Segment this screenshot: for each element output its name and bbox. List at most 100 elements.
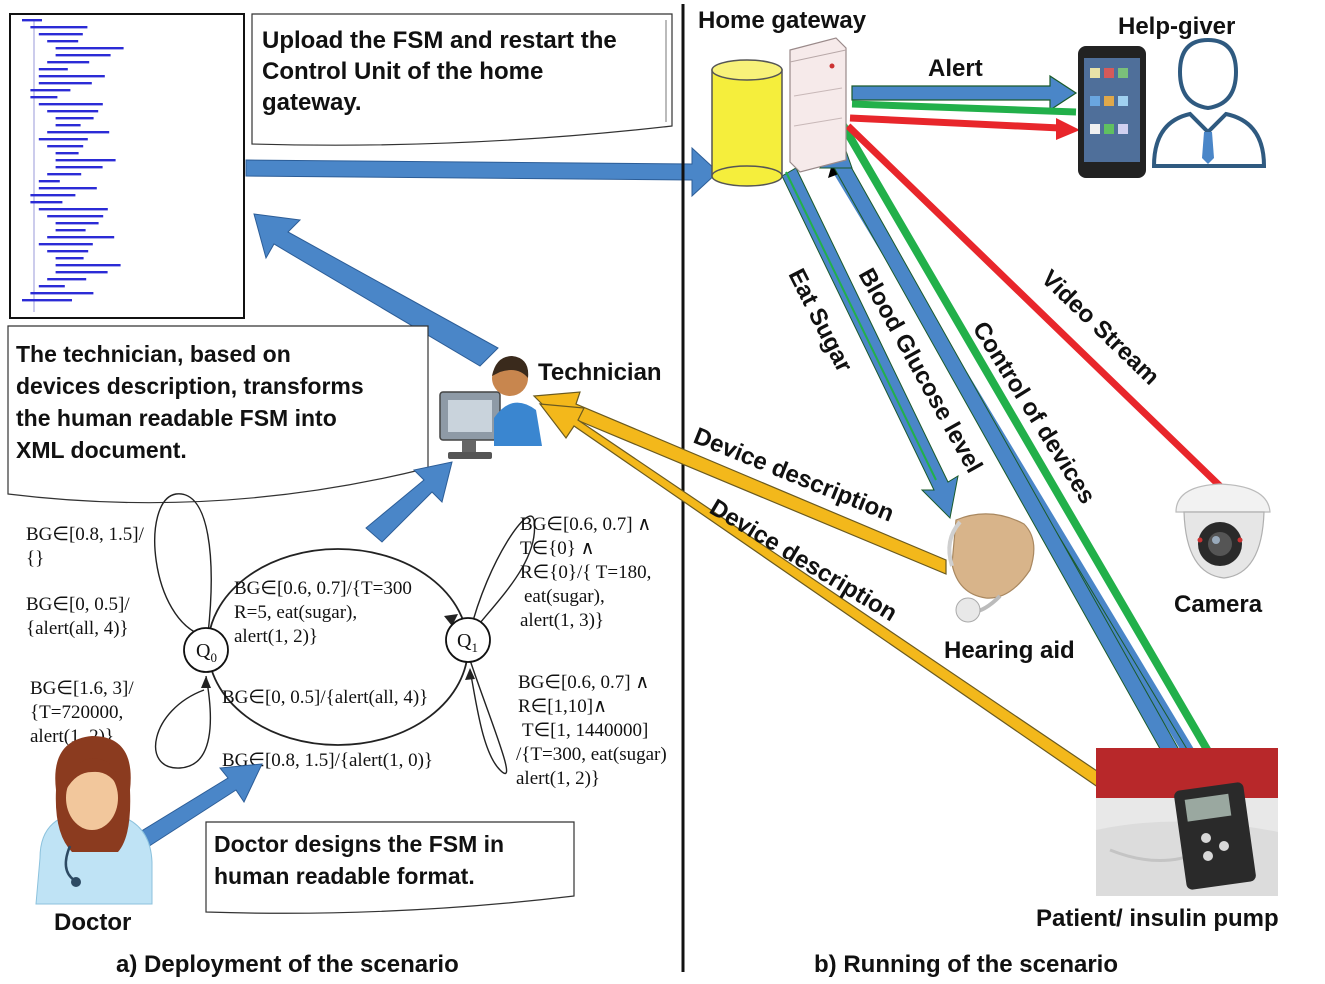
device-description-arrows [532, 391, 1197, 853]
xml-line [47, 110, 99, 113]
help-giver-icon [1151, 37, 1267, 168]
q0-loop-1-line-1: BG∈[0.8, 1.5]/ [26, 524, 145, 545]
camera-label: Camera [1174, 591, 1263, 618]
xml-line [55, 257, 84, 260]
xml-line [55, 124, 81, 127]
doctor-note-line-2: human readable format. [214, 863, 475, 889]
q0-to-q1-line-3: alert(1, 2)} [234, 626, 318, 647]
xml-line [55, 117, 94, 120]
technician-note-line-4: XML document. [16, 437, 187, 463]
upload-note: Upload the FSM and restart the Control U… [251, 13, 673, 146]
technician-to-xml-arrow [253, 213, 499, 367]
doctor-label: Doctor [54, 909, 131, 936]
xml-line [38, 180, 60, 183]
xml-line [38, 33, 83, 36]
xml-line [38, 243, 93, 246]
q1-to-q0-b: BG∈[0.8, 1.5]/{alert(1, 0)} [222, 750, 433, 771]
xml-line [30, 89, 71, 92]
q1-loop-1-line-1: BG∈[0.6, 0.7] ∧ [520, 514, 651, 535]
state-q1 [445, 617, 491, 663]
doctor-icon [35, 736, 153, 905]
xml-line [38, 138, 88, 141]
technician-label: Technician [538, 359, 662, 386]
xml-line [55, 264, 121, 267]
technician-note-line-3: the human readable FSM into [16, 405, 337, 431]
xml-line [47, 173, 82, 176]
q1-loop-2-line-4: /{T=300, eat(sugar) [516, 744, 667, 765]
upload-note-line-3: gateway. [262, 89, 362, 116]
doctor-to-fsm-arrow [129, 763, 263, 853]
alert-arrows [849, 74, 1080, 140]
xml-line [47, 145, 84, 148]
technician-note-line-1: The technician, based on [16, 341, 291, 367]
hearing-aid-label: Hearing aid [944, 637, 1075, 664]
hearing-aid-icon [947, 513, 1035, 623]
xml-line [38, 82, 92, 85]
xml-line [55, 222, 99, 225]
xml-line [38, 68, 68, 71]
upload-note-line-2: Control Unit of the home [262, 58, 543, 85]
xml-line [47, 131, 110, 134]
left-caption: a) Deployment of the scenario [116, 951, 459, 978]
xml-line [47, 61, 90, 64]
patient-label: Patient/ insulin pump [1036, 905, 1279, 932]
xml-line [38, 103, 103, 106]
xml-line [47, 215, 104, 218]
xml-line [47, 278, 87, 281]
home-gateway-icon [711, 37, 847, 187]
technician-note: The technician, based on devices descrip… [7, 325, 429, 504]
state-q1-label: Q1 [457, 630, 478, 655]
q1-to-q0-a: BG∈[0, 0.5]/{alert(all, 4)} [222, 687, 428, 708]
fsm-diagram: Q0 Q1 BG∈[0.8, 1.5]/ {} BG∈[0, 0.5]/ {al… [26, 493, 667, 789]
xml-document [9, 13, 245, 319]
q1-loop-2-line-3: T∈[1, 1440000] [522, 720, 648, 741]
home-gateway-label: Home gateway [698, 7, 867, 34]
right-caption: b) Running of the scenario [814, 951, 1118, 978]
q1-loop-1-line-2: T∈{0} ∧ [520, 538, 595, 559]
xml-line [38, 75, 105, 78]
technician-note-line-2: devices description, transforms [16, 373, 364, 399]
xml-line [55, 159, 116, 162]
state-q0 [183, 627, 229, 673]
upload-note-line-1: Upload the FSM and restart the [262, 27, 617, 54]
xml-line [38, 187, 97, 190]
xml-line [47, 236, 115, 239]
xml-line [38, 208, 108, 211]
xml-line [22, 19, 42, 22]
camera-icon [1175, 483, 1271, 579]
q1-loop-1-line-3: R∈{0}/{ T=180, [520, 562, 651, 583]
q1-loop-2-line-5: alert(1, 2)} [516, 768, 600, 789]
q0-loop-3-line-2: {T=720000, [30, 702, 123, 723]
xml-line [30, 194, 76, 197]
state-q0-label: Q0 [196, 640, 217, 665]
xml-line [38, 285, 65, 288]
q1-loop-1-line-4: eat(sugar), [524, 586, 605, 607]
q1-loop-1-line-5: alert(1, 3)} [520, 610, 604, 631]
eat-sugar-arrow [781, 167, 959, 520]
q0-loop-2-line-2: {alert(all, 4)} [26, 618, 129, 639]
upload-arrow [245, 146, 719, 198]
q0-loop-3-line-1: BG∈[1.6, 3]/ [30, 678, 134, 699]
alert-label: Alert [928, 55, 983, 82]
xml-line [47, 40, 79, 43]
q0-loop-1-line-2: {} [26, 548, 44, 569]
doctor-note-line-1: Doctor designs the FSM in [214, 831, 504, 857]
blood-glucose-arrow [818, 132, 1197, 789]
xml-line [47, 250, 89, 253]
xml-line [55, 47, 124, 50]
doctor-note: Doctor designs the FSM in human readable… [205, 821, 575, 914]
q0-to-q1-line-1: BG∈[0.6, 0.7]/{T=300 [234, 578, 412, 599]
xml-line [30, 201, 63, 204]
xml-line [55, 271, 108, 274]
q1-loop-2-line-2: R∈[1,10]∧ [518, 696, 607, 717]
q1-loop-2-line-1: BG∈[0.6, 0.7] ∧ [518, 672, 649, 693]
xml-line [55, 54, 111, 57]
xml-line [55, 166, 103, 169]
xml-line [30, 96, 58, 99]
smartphone-icon [1078, 46, 1146, 178]
xml-line [22, 299, 72, 302]
q0-to-q1-line-2: R=5, eat(sugar), [234, 602, 357, 623]
fsm-to-technician-arrow [365, 461, 453, 543]
technician-icon [439, 356, 542, 459]
